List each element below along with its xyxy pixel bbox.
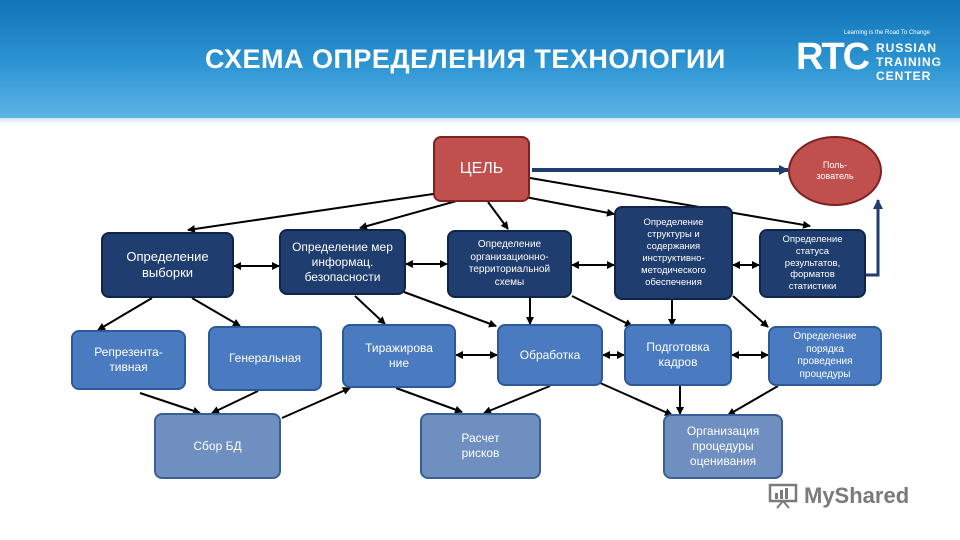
node-replication: Тиражирова ние [342, 324, 456, 388]
watermark: MyShared [768, 478, 909, 514]
edge-procedure-organization [727, 385, 779, 416]
node-user: Поль-зователь [788, 136, 882, 206]
logo-line-3: CENTER [876, 69, 932, 83]
edge-methodical-procedure [732, 295, 769, 328]
logo-mark: RTC [796, 36, 870, 78]
edge-goal-sampling [187, 192, 441, 233]
watermark-text: MyShared [804, 483, 910, 508]
edge-sampling-representative [97, 297, 153, 331]
edge-goal-results [529, 177, 811, 229]
node-training: Подготовка кадров [624, 324, 732, 386]
edge-representative-database [139, 392, 201, 415]
page-title: СХЕМА ОПРЕДЕЛЕНИЯ ТЕХНОЛОГИИ [205, 44, 726, 74]
logo-tagline: Learning is the Road To Change [844, 30, 930, 36]
edge-general-database [211, 390, 259, 414]
edge-database-replication [281, 387, 351, 419]
header-divider [0, 118, 960, 124]
node-goal: ЦЕЛЬ [433, 136, 530, 202]
edge-replication-risks [395, 387, 463, 414]
node-methodical: Определение структуры и содержания инстр… [614, 206, 733, 300]
node-procedure: Определение порядка проведения процедуры [768, 326, 882, 386]
node-representative: Репрезента-тивная [71, 330, 186, 390]
node-database: Сбор БД [154, 413, 281, 479]
node-general: Генеральная [208, 326, 322, 391]
logo-line-2: TRAINING [876, 55, 942, 69]
node-organization: Организация процедуры оценивания [663, 414, 783, 479]
logo-name: RUSSIAN TRAINING CENTER [876, 41, 942, 83]
rtc-logo: RTC Learning is the Road To Change RUSSI… [796, 30, 942, 90]
node-user-label: Поль-зователь [816, 159, 854, 181]
edge-security-processing [403, 291, 497, 328]
node-territorial: Определение организационно-территориальн… [447, 230, 572, 298]
edge-goal-territorial [487, 201, 509, 230]
edge-results-user [866, 199, 883, 277]
node-processing: Обработка [497, 324, 603, 386]
edge-sampling-general [191, 297, 241, 327]
edge-goal-methodical [519, 195, 615, 217]
logo-line-1: RUSSIAN [876, 41, 938, 55]
edge-security-replication [354, 295, 386, 325]
edge-processing-organization [597, 381, 673, 416]
node-results: Определение статуса результатов, формато… [759, 229, 866, 298]
node-security: Определение мер информац. безопасности [279, 229, 406, 295]
presentation-icon [768, 483, 798, 509]
node-risks: Расчет рисков [420, 413, 541, 479]
node-sampling: Определение выборки [101, 232, 234, 298]
edge-goal-security [359, 199, 461, 230]
edge-territorial-training [571, 295, 633, 327]
header-banner [0, 0, 960, 118]
edge-processing-risks [483, 385, 551, 415]
